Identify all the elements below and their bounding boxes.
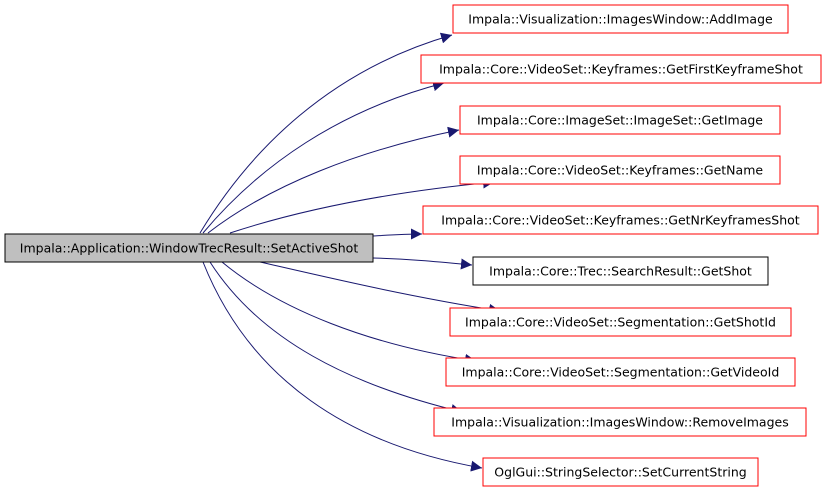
source-node-label: Impala::Application::WindowTrecResult::S… [20,241,359,256]
callee-node-remove-images[interactable]: Impala::Visualization::ImagesWindow::Rem… [433,407,807,437]
callee-node-label: Impala::Visualization::ImagesWindow::Add… [468,12,773,27]
callee-node-get-image[interactable]: Impala::Core::ImageSet::ImageSet::GetIma… [459,105,781,135]
edge-get-shot-id [259,261,501,315]
callee-node-box [472,256,769,286]
edge-get-video-id [221,261,477,365]
edge-add-image [199,32,453,234]
callee-node-box [452,4,789,34]
callee-node-get-name[interactable]: Impala::Core::VideoSet::Keyframes::GetNa… [459,155,781,185]
edge-get-first-keyframe-shot [202,80,445,234]
edges [199,32,501,472]
callee-node-label: Impala::Core::VideoSet::Keyframes::GetFi… [439,62,803,77]
callee-node-label: Impala::Core::VideoSet::Segmentation::Ge… [462,365,780,380]
callee-node-label: Impala::Core::VideoSet::Keyframes::GetNa… [477,163,763,178]
callee-node-box [433,407,807,437]
edge-get-shot [372,257,473,270]
callee-node-label: Impala::Visualization::ImagesWindow::Rem… [451,415,788,430]
callee-node-box [459,105,781,135]
callee-node-get-video-id[interactable]: Impala::Core::VideoSet::Segmentation::Ge… [445,357,796,387]
edge-get-image [207,126,460,234]
callee-node-get-shot-id[interactable]: Impala::Core::VideoSet::Segmentation::Ge… [449,307,792,337]
callee-node-box [482,457,759,487]
callee-node-box [459,155,781,185]
callee-node-get-shot[interactable]: Impala::Core::Trec::SearchResult::GetSho… [472,256,769,286]
source-node-box [4,233,374,263]
callee-node-get-nr-keyframes-shot[interactable]: Impala::Core::VideoSet::Keyframes::GetNr… [422,205,819,235]
callee-node-set-current-string[interactable]: OglGui::StringSelector::SetCurrentString [482,457,759,487]
callee-node-label: Impala::Core::VideoSet::Keyframes::GetNr… [441,213,800,228]
callee-node-box [420,54,822,84]
callee-node-label: Impala::Core::Trec::SearchResult::GetSho… [489,264,752,279]
callee-node-box [422,205,819,235]
edge-remove-images [209,261,463,415]
edge-get-name [229,177,495,234]
callee-node-add-image[interactable]: Impala::Visualization::ImagesWindow::Add… [452,4,789,34]
edge-get-nr-keyframes-shot [372,228,423,240]
callee-node-label: OglGui::StringSelector::SetCurrentString [494,465,746,480]
callee-node-label: Impala::Core::ImageSet::ImageSet::GetIma… [477,113,763,128]
edge-set-current-string [202,261,483,472]
callee-node-label: Impala::Core::VideoSet::Segmentation::Ge… [465,315,776,330]
callee-node-get-first-keyframe-shot[interactable]: Impala::Core::VideoSet::Keyframes::GetFi… [420,54,822,84]
callee-nodes: Impala::Visualization::ImagesWindow::Add… [420,4,822,487]
callee-node-box [449,307,792,337]
callee-node-box [445,357,796,387]
source-node[interactable]: Impala::Application::WindowTrecResult::S… [4,233,374,263]
